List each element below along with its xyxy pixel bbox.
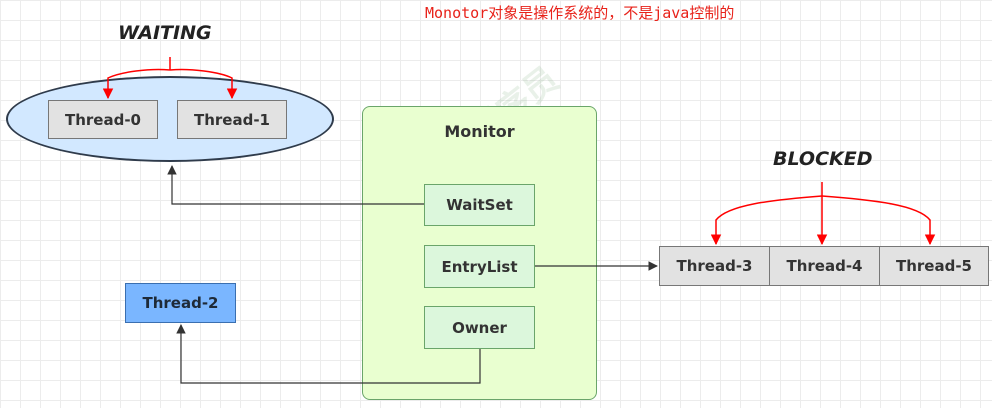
- thread-box-1: Thread-1: [177, 100, 287, 139]
- owner-thread-box: Thread-2: [125, 283, 236, 323]
- waiting-bracket: [102, 57, 238, 100]
- thread-box-0: Thread-0: [48, 100, 158, 139]
- thread-box-5: Thread-5: [879, 246, 989, 286]
- waitset-connector: [167, 165, 424, 205]
- blocked-label: BLOCKED: [773, 148, 873, 170]
- thread-box-4: Thread-4: [769, 246, 880, 286]
- entrylist-box: EntryList: [424, 245, 535, 288]
- owner-box: Owner: [424, 306, 535, 349]
- monitor-note: Monotor对象是操作系统的，不是java控制的: [425, 4, 735, 22]
- waiting-label: WAITING: [118, 22, 212, 44]
- owner-connector: [176, 324, 481, 384]
- thread-box-3: Thread-3: [659, 246, 770, 286]
- waitset-box: WaitSet: [424, 184, 535, 226]
- monitor-title: Monitor: [444, 122, 515, 141]
- blocked-bracket: [710, 182, 936, 246]
